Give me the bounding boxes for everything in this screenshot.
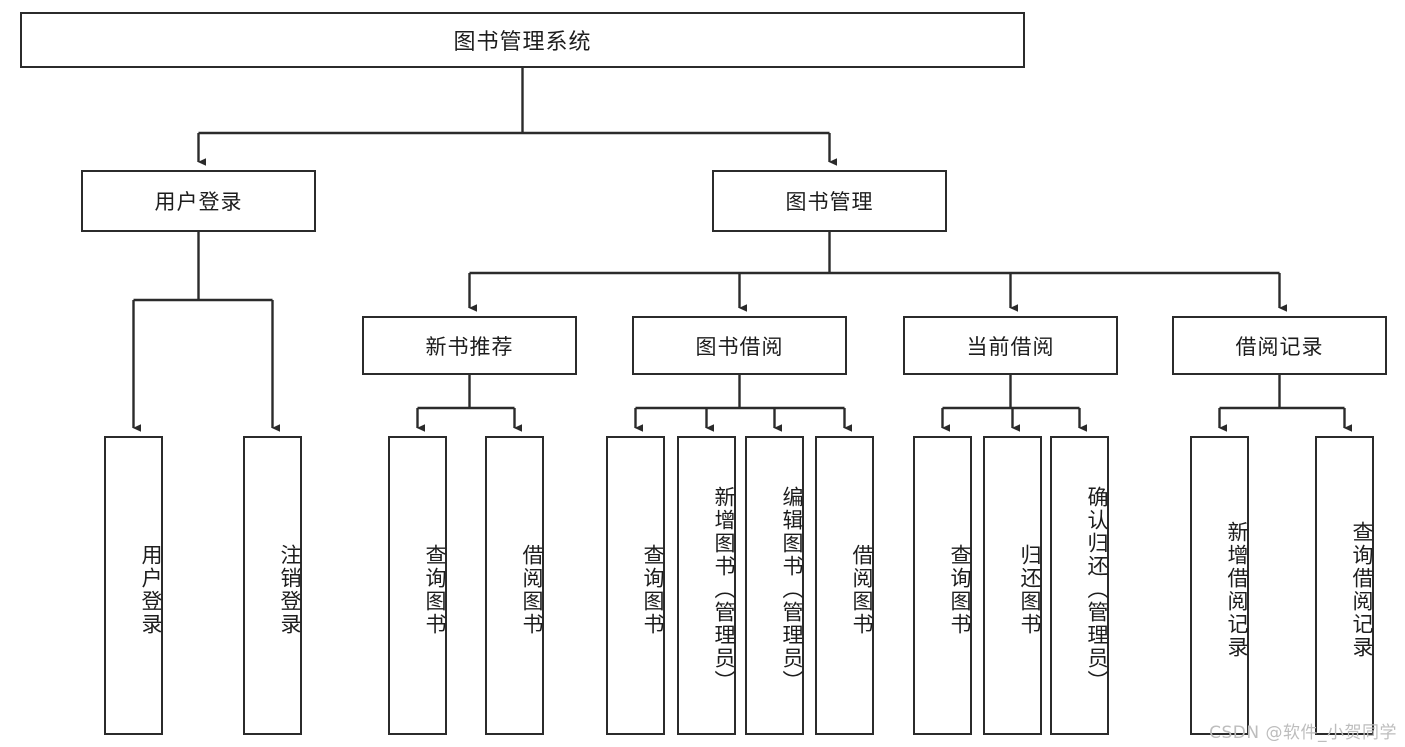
node-book-management[interactable]: 图书管理 bbox=[712, 170, 947, 232]
leaf-label: 用户登录 bbox=[139, 543, 163, 636]
leaf-label: 归还图书 bbox=[1018, 543, 1042, 636]
node-user-login[interactable]: 用户登录 bbox=[81, 170, 316, 232]
leaf-label: 借阅图书 bbox=[520, 543, 544, 636]
leaf-node[interactable]: 查询图书 bbox=[388, 436, 447, 735]
leaf-label: 新增借阅记录 bbox=[1225, 520, 1249, 659]
leaf-label: 查询图书 bbox=[948, 543, 972, 636]
leaf-label: 查询图书 bbox=[641, 543, 665, 636]
leaf-node[interactable]: 新增借阅记录 bbox=[1190, 436, 1249, 735]
leaf-node[interactable]: 查询图书 bbox=[606, 436, 665, 735]
leaf-node[interactable]: 借阅图书 bbox=[485, 436, 544, 735]
watermark: CSDN @软件_小贺同学 bbox=[1209, 723, 1397, 743]
leaf-node[interactable]: 借阅图书 bbox=[815, 436, 874, 735]
leaf-node[interactable]: 归还图书 bbox=[983, 436, 1042, 735]
leaf-node[interactable]: 编辑图书（管理员） bbox=[745, 436, 804, 735]
leaf-label: 编辑图书（管理员） bbox=[780, 486, 804, 693]
leaf-node[interactable]: 注销登录 bbox=[243, 436, 302, 735]
leaf-label: 查询借阅记录 bbox=[1350, 520, 1374, 659]
leaf-label: 借阅图书 bbox=[850, 543, 874, 636]
node-new-book-recommend[interactable]: 新书推荐 bbox=[362, 316, 577, 375]
leaf-label: 注销登录 bbox=[278, 543, 302, 636]
node-borrow-records[interactable]: 借阅记录 bbox=[1172, 316, 1387, 375]
leaf-label: 确认归还（管理员） bbox=[1085, 486, 1109, 693]
leaf-node[interactable]: 用户登录 bbox=[104, 436, 163, 735]
node-root[interactable]: 图书管理系统 bbox=[20, 12, 1025, 68]
leaf-node[interactable]: 查询借阅记录 bbox=[1315, 436, 1374, 735]
leaf-node[interactable]: 新增图书（管理员） bbox=[677, 436, 736, 735]
node-book-borrow[interactable]: 图书借阅 bbox=[632, 316, 847, 375]
leaf-node[interactable]: 查询图书 bbox=[913, 436, 972, 735]
leaf-node[interactable]: 确认归还（管理员） bbox=[1050, 436, 1109, 735]
leaf-label: 新增图书（管理员） bbox=[712, 486, 736, 693]
node-current-borrow[interactable]: 当前借阅 bbox=[903, 316, 1118, 375]
leaf-label: 查询图书 bbox=[423, 543, 447, 636]
